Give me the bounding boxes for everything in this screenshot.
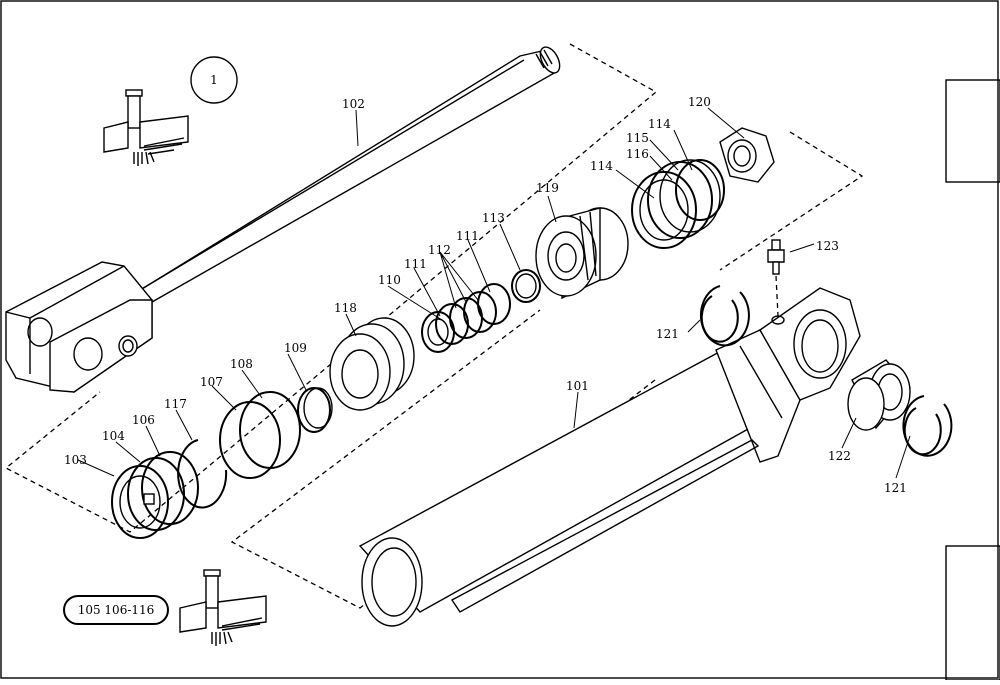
cylinder-barrel-101 (358, 287, 861, 627)
bushing-122 (847, 359, 911, 431)
callout-labels: 102 120 114 115 116 114 119 113 111 112 … (64, 95, 907, 495)
seal-stack-110-112 (421, 283, 511, 353)
callout-102: 102 (342, 97, 365, 111)
circlip-121-lower (902, 395, 953, 457)
nut-120 (719, 127, 775, 183)
callout-111-left: 111 (404, 257, 427, 271)
callout-121-lower: 121 (884, 481, 907, 495)
circlip-121-upper (699, 285, 750, 347)
callout-111-right: 111 (456, 229, 479, 243)
callout-122: 122 (828, 449, 851, 463)
margin-tab-bottom (945, 545, 1000, 681)
callout-115: 115 (626, 131, 649, 145)
callout-112: 112 (428, 243, 451, 257)
callout-101: 101 (566, 379, 589, 393)
rod-guide-118 (329, 317, 415, 411)
callout-108: 108 (230, 357, 253, 371)
snap-ring-117 (177, 439, 228, 509)
piston-119 (535, 207, 629, 300)
press-tool-icon (103, 89, 189, 166)
dashed-envelope-barrel (230, 131, 864, 609)
margin-tab-top (945, 79, 1000, 183)
callout-119: 119 (536, 181, 559, 195)
o-ring-113 (511, 269, 541, 303)
view-marker-label: 1 (210, 73, 218, 87)
piston-seal-set-114-116 (631, 159, 725, 249)
wiper-ring-set-103-106 (111, 451, 199, 539)
callout-121-upper: 121 (656, 327, 679, 341)
grease-nipple-123 (767, 239, 785, 317)
callout-103: 103 (64, 453, 87, 467)
ring-109 (297, 387, 333, 433)
o-rings-107-108 (219, 391, 301, 479)
callout-107: 107 (200, 375, 223, 389)
piston-rod-102 (5, 46, 561, 393)
press-tool-icon-bottom (179, 569, 267, 646)
callout-116: 116 (626, 147, 649, 161)
callout-104: 104 (102, 429, 125, 443)
view-marker: 1 (190, 56, 238, 104)
callout-106: 106 (132, 413, 155, 427)
callout-113: 113 (482, 211, 505, 225)
kit-label-text: 105 106-116 (78, 603, 155, 617)
callout-110: 110 (378, 273, 401, 287)
callout-109: 109 (284, 341, 307, 355)
kit-label-badge: 105 106-116 (63, 595, 169, 625)
callout-123: 123 (816, 239, 839, 253)
dashed-envelope-rod-kit (4, 43, 658, 533)
leader-lines (77, 107, 911, 479)
callout-120: 120 (688, 95, 711, 109)
callout-118: 118 (334, 301, 357, 315)
callout-114-upper: 114 (648, 117, 671, 131)
callout-117: 117 (164, 397, 187, 411)
callout-114-lower: 114 (590, 159, 613, 173)
